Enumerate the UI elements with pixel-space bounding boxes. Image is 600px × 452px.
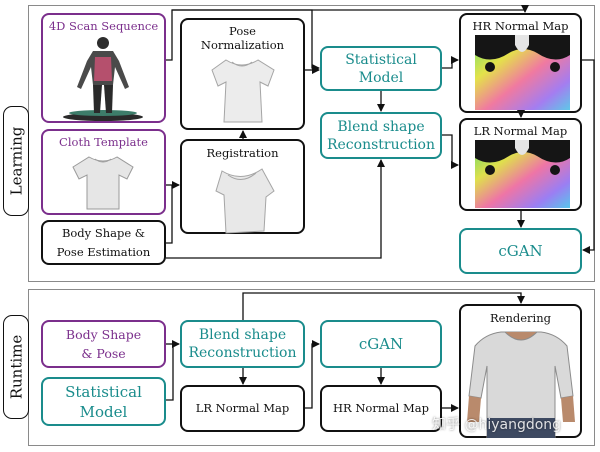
lr-normal-map-image bbox=[475, 140, 570, 208]
registered-shirt-image bbox=[215, 168, 275, 234]
blend-shape-line2: Reconstruction bbox=[326, 136, 436, 153]
cloth-template-image bbox=[72, 156, 134, 210]
rendering-box: Rendering bbox=[459, 304, 582, 438]
runtime-statistical-line1: Statistical bbox=[65, 382, 142, 401]
scan-sequence-title: 4D Scan Sequence bbox=[48, 19, 159, 33]
pose-normalized-shirt-image bbox=[211, 59, 275, 123]
runtime-lr-normal-map-label: LR Normal Map bbox=[195, 401, 290, 415]
cloth-template-title: Cloth Template bbox=[59, 135, 148, 149]
registration-box: Registration bbox=[180, 139, 305, 234]
runtime-hr-normal-map-label: HR Normal Map bbox=[333, 401, 429, 415]
runtime-statistical-model-box: Statistical Model bbox=[41, 377, 166, 426]
runtime-cgan-label: cGAN bbox=[358, 335, 404, 353]
runtime-label-text: Runtime bbox=[7, 334, 26, 400]
cloth-template-box: Cloth Template bbox=[41, 129, 166, 215]
learning-cgan-label: cGAN bbox=[498, 242, 543, 260]
runtime-lr-normal-map-box: LR Normal Map bbox=[180, 385, 305, 432]
runtime-body-shape-box: Body Shape & Pose bbox=[41, 320, 166, 368]
body-shape-estimation-line1: Body Shape & bbox=[61, 225, 146, 240]
rendered-person-image bbox=[467, 331, 575, 438]
runtime-blend-line2: Reconstruction bbox=[188, 345, 297, 361]
scan-figure-image bbox=[63, 37, 143, 121]
learning-label: Learning bbox=[3, 106, 29, 216]
watermark: 知乎 @hiyangdong bbox=[432, 417, 562, 433]
hr-normal-map-image bbox=[475, 35, 570, 110]
statistical-model-line1: Statistical bbox=[345, 51, 417, 68]
lr-normal-map-box: LR Normal Map bbox=[459, 118, 582, 211]
pose-normalization-line2: Normalization bbox=[200, 38, 285, 52]
blend-shape-line1: Blend shape bbox=[337, 118, 425, 135]
runtime-hr-normal-map-box: HR Normal Map bbox=[320, 385, 442, 432]
body-shape-estimation-line2: Pose Estimation bbox=[56, 244, 151, 259]
runtime-body-shape-line2: & Pose bbox=[81, 346, 126, 361]
hr-normal-map-title: HR Normal Map bbox=[472, 19, 569, 33]
lr-normal-map-title: LR Normal Map bbox=[473, 124, 568, 138]
body-shape-estimation-box: Body Shape & Pose Estimation bbox=[41, 220, 166, 265]
registration-title: Registration bbox=[206, 146, 279, 160]
runtime-blend-shape-box: Blend shape Reconstruction bbox=[180, 320, 305, 368]
statistical-model-line2: Model bbox=[358, 69, 404, 86]
statistical-model-box: Statistical Model bbox=[320, 46, 442, 91]
learning-cgan-box: cGAN bbox=[459, 228, 582, 274]
scan-sequence-box: 4D Scan Sequence bbox=[41, 13, 166, 123]
runtime-label: Runtime bbox=[3, 315, 29, 419]
runtime-cgan-box: cGAN bbox=[320, 320, 442, 368]
runtime-body-shape-line1: Body Shape bbox=[65, 327, 142, 342]
rendering-title: Rendering bbox=[490, 311, 551, 325]
runtime-statistical-line2: Model bbox=[79, 402, 128, 421]
pose-normalization-box: Pose Normalization bbox=[180, 18, 305, 130]
hr-normal-map-box: HR Normal Map bbox=[459, 13, 582, 113]
blend-shape-reconstruction-box: Blend shape Reconstruction bbox=[320, 112, 442, 159]
learning-label-text: Learning bbox=[7, 126, 26, 196]
runtime-blend-line1: Blend shape bbox=[198, 327, 287, 343]
pose-normalization-line1: Pose bbox=[229, 24, 256, 38]
